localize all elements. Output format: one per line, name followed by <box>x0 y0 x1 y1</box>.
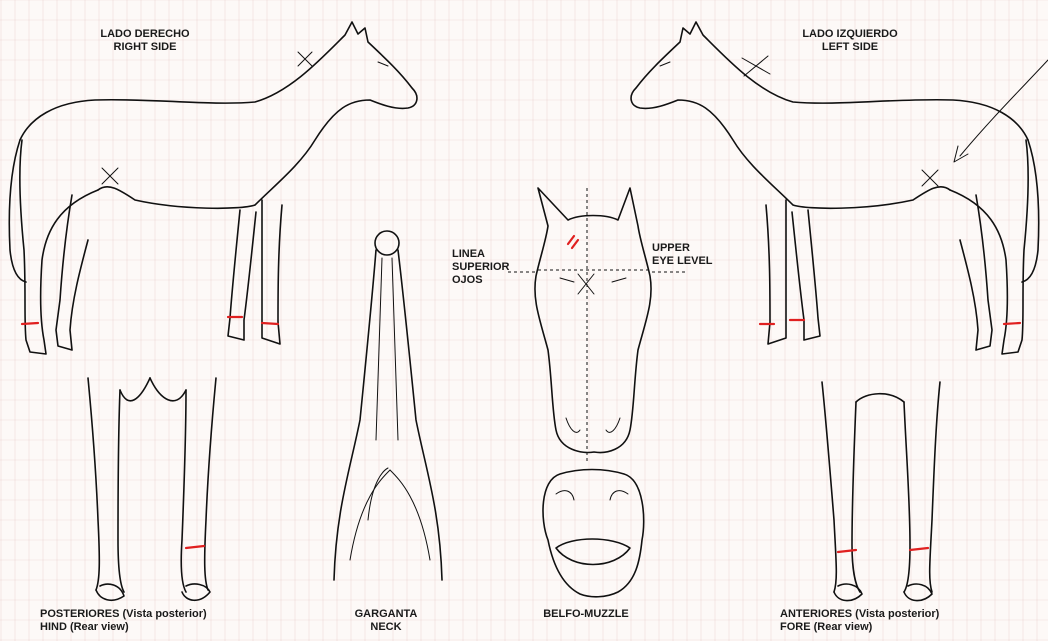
right-side-label: LADO DERECHO RIGHT SIDE <box>80 28 210 54</box>
right-side-label-es: LADO DERECHO <box>80 28 210 41</box>
left-side-label: LADO IZQUIERDO LEFT SIDE <box>780 28 920 54</box>
eye-line-label-en-2: EYE LEVEL <box>652 255 713 268</box>
left-side-label-en: LEFT SIDE <box>780 41 920 54</box>
eye-line-label-en: UPPER EYE LEVEL <box>652 242 713 268</box>
hind-label-es: POSTERIORES (Vista posterior) <box>40 608 207 621</box>
eye-line-label-en-1: UPPER <box>652 242 713 255</box>
neck-label-es: GARGANTA <box>336 608 436 621</box>
left-side-horse <box>631 22 1048 354</box>
fore-label-es: ANTERIORES (Vista posterior) <box>780 608 939 621</box>
fore-legs-rear-view <box>822 382 940 601</box>
eye-line-label-es-3: OJOS <box>452 274 509 287</box>
eye-line-label-es: LINEA SUPERIOR OJOS <box>452 248 509 287</box>
neck-label-en: NECK <box>336 621 436 634</box>
muzzle-view <box>543 470 644 597</box>
head-front-view <box>508 188 686 462</box>
muzzle-label: BELFO-MUZZLE <box>526 608 646 621</box>
hind-legs-rear-view <box>88 378 216 600</box>
neck-view <box>334 231 442 580</box>
left-side-label-es: LADO IZQUIERDO <box>780 28 920 41</box>
hind-label: POSTERIORES (Vista posterior) HIND (Rear… <box>40 608 207 634</box>
fore-label-en: FORE (Rear view) <box>780 621 939 634</box>
hind-label-en: HIND (Rear view) <box>40 621 207 634</box>
muzzle-label-text: BELFO-MUZZLE <box>526 608 646 621</box>
fore-label: ANTERIORES (Vista posterior) FORE (Rear … <box>780 608 939 634</box>
right-side-horse <box>9 22 417 354</box>
right-side-label-en: RIGHT SIDE <box>80 41 210 54</box>
eye-line-label-es-2: SUPERIOR <box>452 261 509 274</box>
neck-label: GARGANTA NECK <box>336 608 436 634</box>
eye-line-label-es-1: LINEA <box>452 248 509 261</box>
